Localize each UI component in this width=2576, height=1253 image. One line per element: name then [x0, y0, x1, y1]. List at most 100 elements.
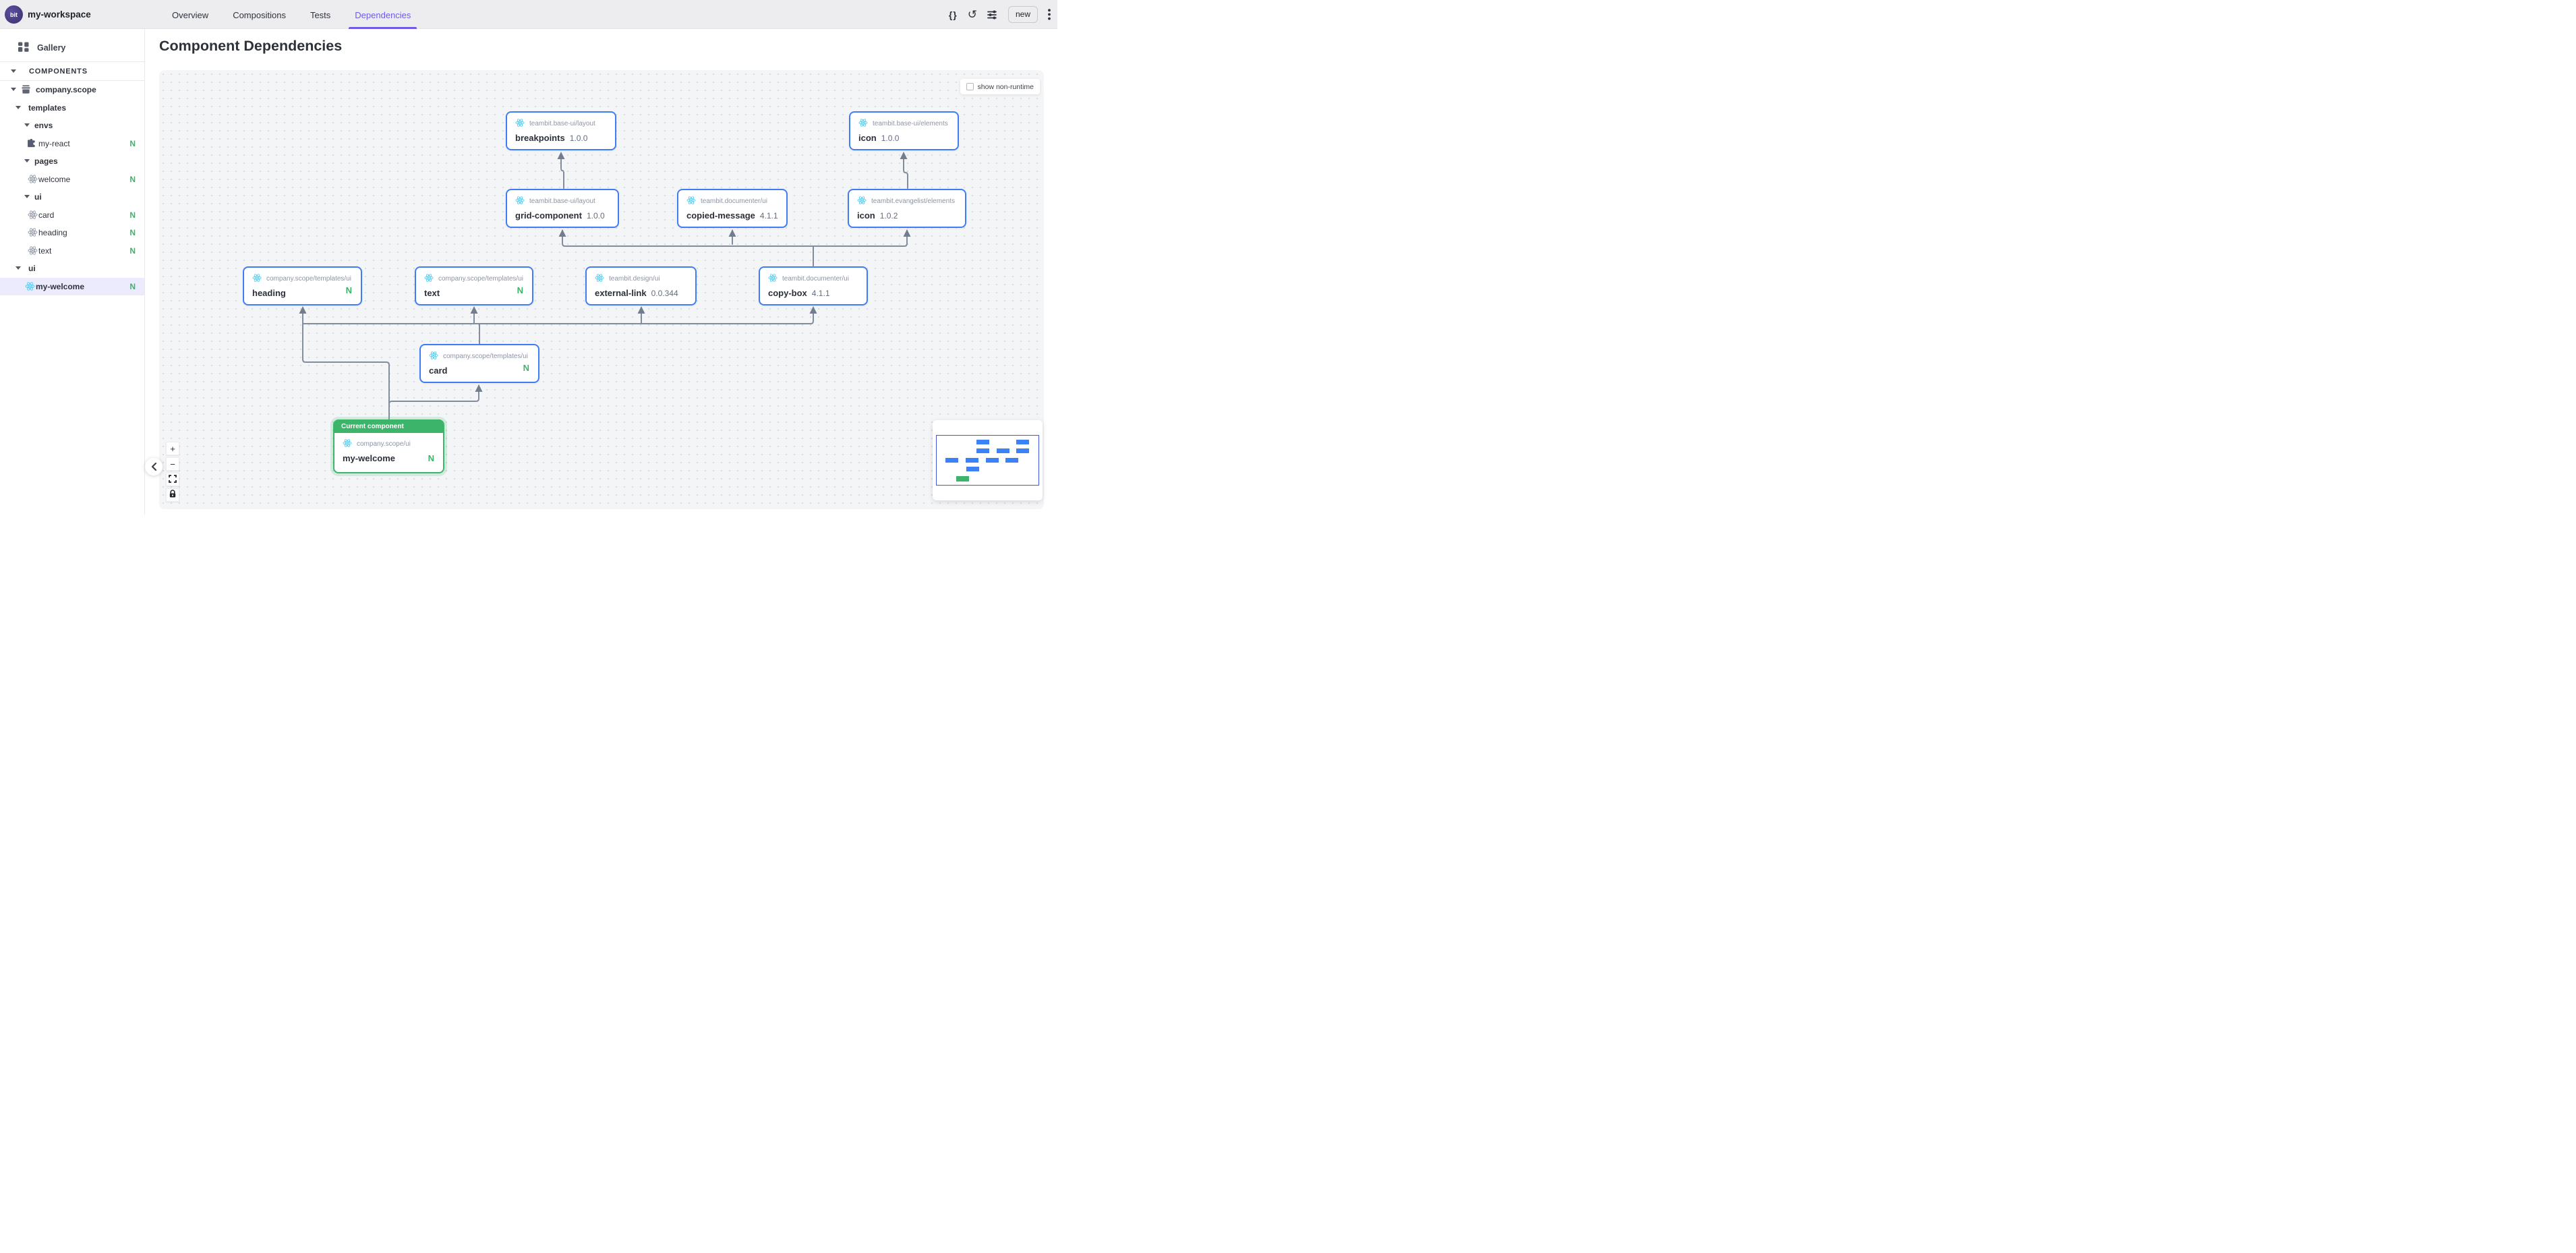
node-scope: teambit.evangelist/elements	[871, 198, 955, 205]
node-version: 1.0.0	[586, 211, 605, 221]
sidebar-item-gallery[interactable]: Gallery	[0, 34, 144, 61]
fit-view-button[interactable]	[166, 473, 179, 486]
node-body: company.scope/templates/ui heading	[244, 268, 361, 298]
react-icon	[28, 174, 38, 186]
minimap-node	[986, 458, 999, 463]
react-icon	[424, 273, 434, 285]
react-icon	[768, 273, 778, 285]
graph-node-my-welcome[interactable]: Current component company.scope/ui my-we…	[333, 419, 444, 473]
scope-icon	[21, 84, 31, 96]
react-icon	[595, 273, 604, 285]
canvas-controls: +−	[166, 442, 179, 502]
minimap[interactable]	[933, 420, 1043, 500]
components-section-header[interactable]: COMPONENTS	[0, 62, 144, 80]
kebab-menu-icon[interactable]	[1048, 9, 1051, 20]
tab-overview[interactable]: Overview	[172, 10, 209, 20]
current-component-label: Current component	[334, 421, 443, 433]
puzzle-icon	[26, 138, 36, 150]
react-icon	[515, 118, 525, 129]
chevron-down-icon	[16, 105, 21, 109]
react-icon	[858, 118, 868, 129]
tree-item-label: my-react	[38, 138, 70, 148]
node-name: card	[429, 366, 448, 376]
minimap-viewport[interactable]	[936, 435, 1039, 486]
new-button[interactable]: new	[1007, 6, 1038, 23]
fit-view-icon	[169, 474, 177, 485]
graph-node-card[interactable]: company.scope/templates/ui card N	[419, 344, 539, 383]
tab-compositions[interactable]: Compositions	[233, 10, 286, 20]
graph-edges	[299, 152, 911, 420]
minimap-node	[956, 476, 969, 482]
main-tabs: Overview Compositions Tests Dependencies	[172, 0, 417, 29]
react-icon	[515, 196, 525, 207]
new-badge: N	[129, 138, 136, 148]
sidebar-item-company.scope[interactable]: company.scope	[0, 81, 144, 99]
node-version: 4.1.1	[759, 211, 778, 221]
zoom-out-button[interactable]: −	[166, 457, 179, 471]
new-badge: N	[523, 363, 529, 373]
tab-tests[interactable]: Tests	[310, 10, 331, 20]
chevron-down-icon	[24, 195, 30, 198]
node-scope: teambit.documenter/ui	[782, 275, 849, 283]
minimap-node	[976, 448, 989, 453]
minimap-node	[976, 440, 989, 444]
zoom-in-button[interactable]: +	[166, 442, 179, 455]
zoom-in-icon: +	[170, 443, 175, 454]
sidebar-item-envs[interactable]: envs	[0, 117, 144, 135]
top-header: bit my-workspace Overview Compositions Tes…	[0, 0, 1057, 29]
collapse-sidebar-button[interactable]	[145, 458, 163, 475]
react-icon	[28, 227, 38, 239]
history-icon[interactable]: ↺	[967, 8, 977, 21]
react-icon	[343, 438, 352, 450]
sidebar-divider	[0, 80, 144, 81]
node-scope: company.scope/templates/ui	[266, 275, 351, 283]
show-non-runtime-label: show non-runtime	[977, 82, 1034, 91]
settings-sliders-icon[interactable]	[987, 9, 998, 20]
lock-button[interactable]	[166, 488, 179, 502]
node-name: my-welcome	[343, 453, 396, 463]
tab-dependencies[interactable]: Dependencies	[349, 0, 417, 29]
show-non-runtime-toggle[interactable]: show non-runtime	[960, 79, 1040, 94]
tree-item-label: welcome	[38, 174, 71, 184]
chevron-down-icon	[24, 159, 30, 163]
graph-node-heading[interactable]: company.scope/templates/ui heading N	[243, 266, 362, 305]
chevron-down-icon	[11, 69, 16, 73]
graph-node-text[interactable]: company.scope/templates/ui text N	[415, 266, 533, 305]
minimap-node	[1016, 440, 1029, 444]
node-name: heading	[252, 288, 286, 298]
sidebar-item-pages[interactable]: pages	[0, 152, 144, 171]
sidebar-item-templates[interactable]: templates	[0, 99, 144, 117]
sidebar-item-my-react[interactable]: my-react N	[0, 135, 144, 153]
sidebar-item-ui[interactable]: ui	[0, 188, 144, 206]
workspace-title: my-workspace	[28, 9, 91, 20]
node-name: text	[424, 288, 440, 298]
code-icon[interactable]: {}	[948, 9, 958, 20]
sidebar-item-ui[interactable]: ui	[0, 260, 144, 278]
show-non-runtime-checkbox[interactable]	[966, 83, 974, 90]
bit-logo[interactable]: bit	[5, 5, 23, 24]
